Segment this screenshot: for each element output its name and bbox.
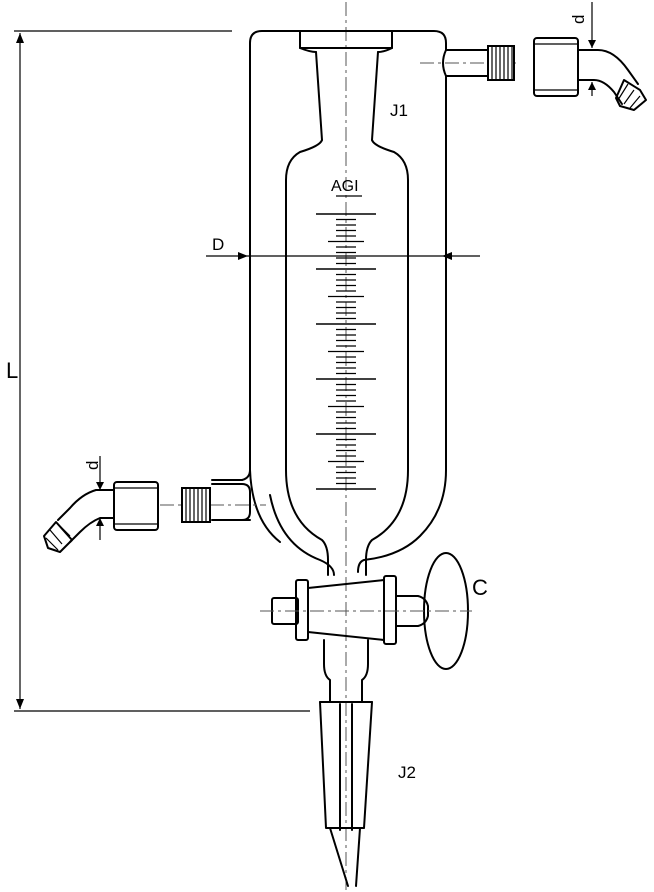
reservoir: AGI bbox=[285, 139, 409, 576]
bottom-thread bbox=[181, 487, 211, 523]
top-hose-connector: d bbox=[533, 2, 647, 111]
stopcock: C bbox=[260, 552, 488, 670]
hose-dia-top-label: d bbox=[569, 15, 588, 24]
diameter-label: D bbox=[212, 235, 224, 254]
top-thread bbox=[487, 45, 515, 81]
brand-logo: AGI bbox=[331, 178, 359, 195]
dimension-length: L bbox=[6, 30, 310, 712]
graduation-scale bbox=[316, 213, 376, 490]
stopcock-label: C bbox=[472, 575, 488, 600]
stem bbox=[319, 639, 373, 703]
joint-top-label: J1 bbox=[390, 101, 408, 120]
bottom-joint: J2 bbox=[319, 701, 416, 887]
joint-bottom-label: J2 bbox=[398, 763, 416, 782]
top-joint: J1 bbox=[299, 30, 408, 141]
length-label: L bbox=[6, 358, 18, 383]
outer-jacket bbox=[241, 30, 447, 576]
dimension-diameter: D bbox=[206, 235, 480, 260]
bottom-hose-connector: d bbox=[43, 456, 159, 553]
top-side-arm bbox=[420, 45, 520, 81]
bottom-side-arm bbox=[160, 479, 266, 523]
hose-dia-left-label: d bbox=[83, 461, 102, 470]
